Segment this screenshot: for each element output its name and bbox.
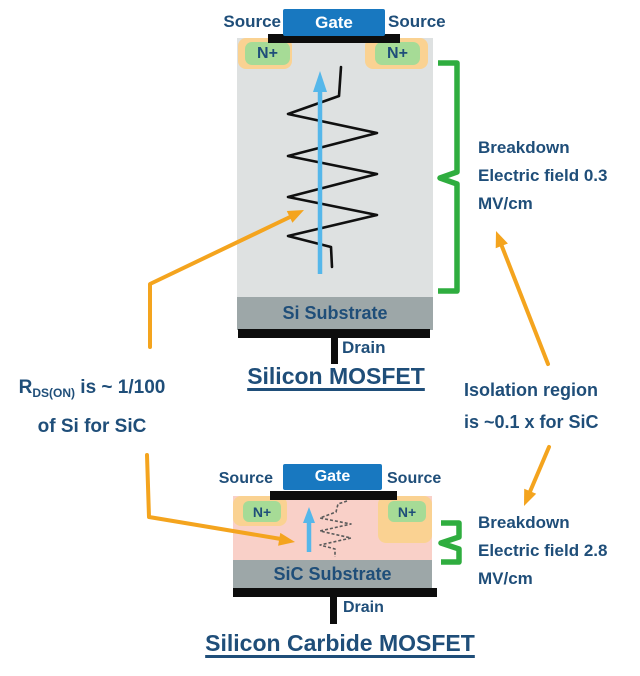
si-breakdown-line1: Breakdown (478, 138, 570, 157)
rdson-line1: RDS(ON) is ~ 1/100 (18, 377, 166, 400)
si-gate-contact-bar (268, 34, 400, 43)
rdson-line2: of Si for SiC (37, 416, 147, 437)
sic-breakdown-line1: Breakdown (478, 513, 570, 532)
isolation-arrow-to-si-breakdown-head-icon (495, 231, 508, 249)
si-substrate: Si Substrate (237, 297, 433, 330)
si-breakdown-note: Breakdown Electric field 0.3 MV/cm (478, 134, 607, 218)
sic-breakdown-bracket (438, 520, 462, 565)
si-source-left-label: Source (223, 12, 281, 31)
sic-breakdown-line2: Electric field 2.8 (478, 541, 608, 560)
si-substrate-label: Si Substrate (282, 303, 388, 323)
sic-mosfet-title: Silicon Carbide MOSFET (205, 630, 475, 656)
isolation-line1: Isolation region (464, 380, 599, 400)
si-drain-contact-bar (238, 329, 430, 338)
sic-nplus-right: N+ (388, 501, 426, 522)
isolation-arrow-to-sic-breakdown-head-icon (524, 488, 537, 506)
si-gate-label: Gate (315, 12, 353, 32)
isolation-line2: is ~0.1 x for SiC (464, 412, 599, 432)
sic-source-left-label: Source (218, 470, 273, 487)
si-mosfet-title: Silicon MOSFET (247, 363, 425, 389)
si-nplus-left: N+ (245, 42, 290, 65)
si-nplus-left-label: N+ (257, 44, 278, 62)
si-nplus-right: N+ (375, 42, 420, 65)
sic-breakdown-note: Breakdown Electric field 2.8 MV/cm (478, 509, 607, 593)
sic-substrate: SiC Substrate (233, 560, 432, 588)
sic-substrate-label: SiC Substrate (273, 563, 392, 584)
si-nplus-right-label: N+ (387, 44, 408, 62)
rdson-subscript: DS(ON) (32, 386, 76, 400)
sic-nplus-right-label: N+ (397, 503, 417, 520)
si-breakdown-line2: Electric field 0.3 (478, 166, 608, 185)
sic-breakdown-line3: MV/cm (478, 569, 533, 588)
isolation-arrow-to-sic-breakdown (527, 445, 551, 496)
si-breakdown-bracket (437, 60, 460, 294)
sic-gate: Gate (283, 464, 382, 490)
si-breakdown-line3: MV/cm (478, 194, 533, 213)
isolation-arrow-to-si-breakdown (499, 242, 550, 366)
sic-nplus-left: N+ (243, 501, 281, 522)
si-drain-label: Drain (342, 338, 386, 357)
si-drain-stub (331, 338, 338, 364)
sic-gate-contact-bar (270, 491, 397, 500)
sic-source-right-label: Source (387, 470, 442, 487)
si-gate: Gate (283, 9, 385, 36)
isolation-note: Isolation region is ~0.1 x for SiC (464, 374, 599, 438)
sic-drain-label: Drain (343, 599, 384, 616)
rdson-note: RDS(ON) is ~ 1/100 of Si for SiC (2, 371, 182, 443)
sic-drain-stub (330, 597, 337, 624)
sic-gate-label: Gate (314, 468, 351, 485)
si-source-right-label: Source (388, 12, 446, 31)
sic-drain-contact-bar (233, 588, 437, 597)
sic-nplus-left-label: N+ (252, 503, 272, 520)
si-drift-body (237, 38, 433, 297)
